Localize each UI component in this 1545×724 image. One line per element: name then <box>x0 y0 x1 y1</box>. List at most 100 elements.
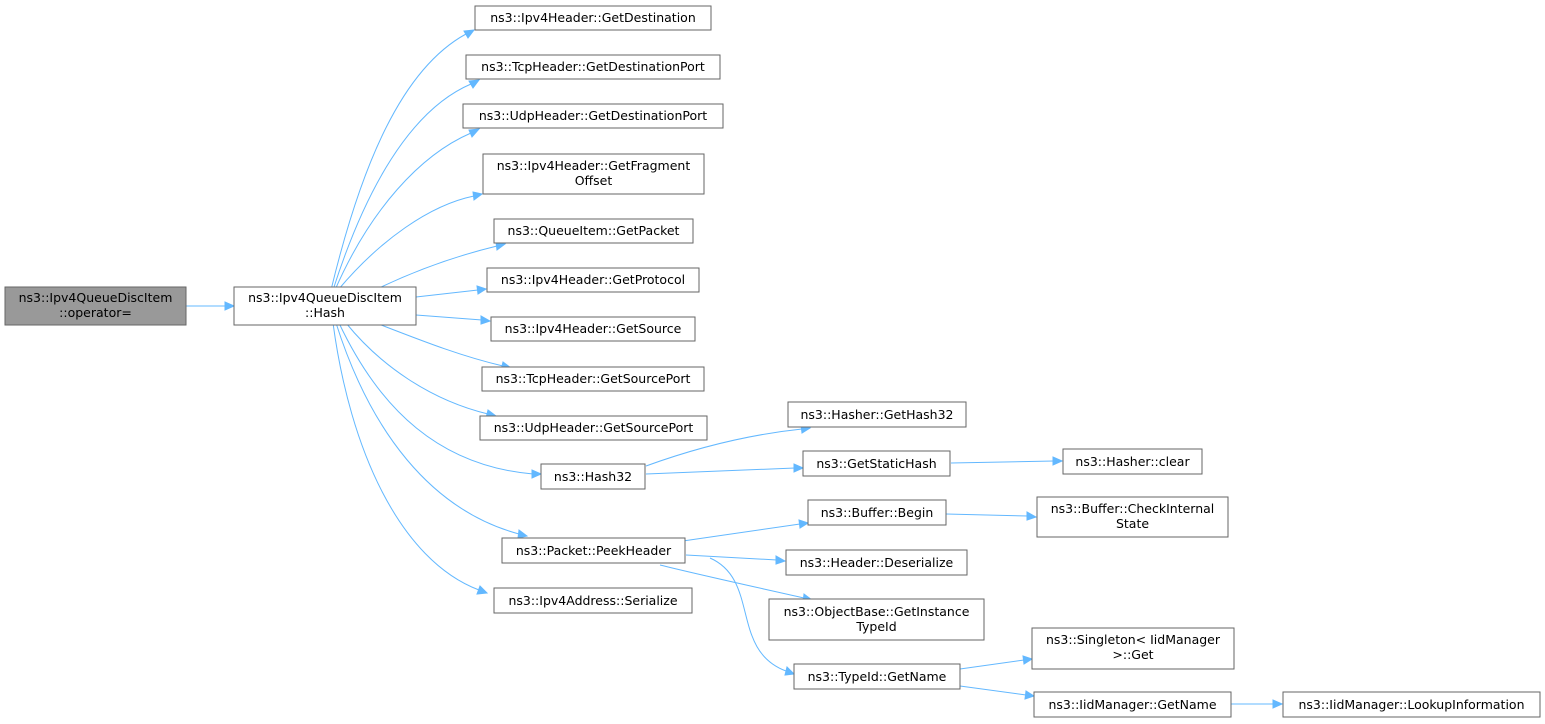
node-label: ns3::UdpHeader::GetDestinationPort <box>479 108 707 123</box>
edge-arrow <box>480 315 492 325</box>
edge-arrow <box>1052 456 1064 466</box>
node-lookupinformation[interactable]: ns3::IidManager::LookupInformation <box>1282 691 1541 718</box>
edge-hash32-gethash32 <box>645 428 803 467</box>
node-label: ns3::Ipv4Address::Serialize <box>508 593 677 608</box>
node-label: ns3::Ipv4Header::GetFragment <box>497 158 691 173</box>
node-gethash32[interactable]: ns3::Hasher::GetHash32 <box>787 401 967 428</box>
edge-arrow <box>476 585 489 595</box>
node-label: ::operator= <box>59 305 132 320</box>
edge-statichash-clear <box>950 460 1055 464</box>
node-peekheader[interactable]: ns3::Packet::PeekHeader <box>501 537 686 564</box>
edge-typename-singleton <box>959 659 1025 670</box>
edge-arrow <box>517 529 529 539</box>
edge-arrow <box>784 666 796 676</box>
node-tcp-getsourceport[interactable]: ns3::TcpHeader::GetSourcePort <box>481 366 705 392</box>
edge-arrow <box>798 519 810 529</box>
node-iidmanager-getname[interactable]: ns3::IidManager::GetName <box>1033 691 1232 718</box>
node-label: ns3::TcpHeader::GetDestinationPort <box>481 59 705 74</box>
edge-arrow <box>1024 690 1036 700</box>
node-udp-getsourceport[interactable]: ns3::UdpHeader::GetSourcePort <box>479 415 708 441</box>
edges <box>186 29 1284 709</box>
node-label: ns3::Singleton< IidManager <box>1046 632 1221 647</box>
edge-peek-deser <box>685 554 778 561</box>
edge-hash-getdest <box>330 33 467 291</box>
edge-arrow <box>1272 699 1284 709</box>
edge-arrow <box>1022 655 1034 665</box>
edge-hash-serialize <box>332 322 480 591</box>
node-hash[interactable]: ns3::Ipv4QueueDiscItem ::Hash <box>233 286 417 326</box>
node-label: ns3::Hasher::GetHash32 <box>800 407 953 422</box>
node-label: ns3::Hash32 <box>554 469 632 484</box>
edge-arrow <box>775 555 787 565</box>
node-getstatichash[interactable]: ns3::GetStaticHash <box>802 450 951 477</box>
node-tcp-getdestinationport[interactable]: ns3::TcpHeader::GetDestinationPort <box>465 54 721 80</box>
node-singleton-get[interactable]: ns3::Singleton< IidManager >::Get <box>1031 627 1235 670</box>
node-label: TypeId <box>855 619 896 634</box>
edge-hash-getproto <box>415 289 479 298</box>
node-hash32[interactable]: ns3::Hash32 <box>540 463 646 490</box>
node-buffer-begin[interactable]: ns3::Buffer::Begin <box>807 499 947 526</box>
edge-typename-iidname <box>959 685 1027 696</box>
edge-hash32-statichash <box>645 467 796 475</box>
nodes: ns3::Ipv4QueueDiscItem ::operator= ns3::… <box>4 5 1541 718</box>
node-getfragmentoffset[interactable]: ns3::Ipv4Header::GetFragment Offset <box>482 153 705 195</box>
edge-hash-peek <box>335 322 520 535</box>
edge-hash-tcpdport <box>332 83 472 291</box>
edge-arrow <box>224 301 236 311</box>
edge-begin-checkint <box>945 513 1029 517</box>
edge-peek-instid <box>659 564 805 599</box>
node-getpacket[interactable]: ns3::QueueItem::GetPacket <box>493 218 694 244</box>
edge-hash-hash32 <box>338 322 534 475</box>
edge-hash-getsource <box>415 314 483 321</box>
node-label: Offset <box>575 173 613 188</box>
node-label: ns3::Header::Deserialize <box>800 555 954 570</box>
node-label: ns3::Ipv4QueueDiscItem <box>19 290 173 305</box>
node-label: ns3::QueueItem::GetPacket <box>508 223 680 238</box>
node-label: ns3::Buffer::CheckInternal <box>1051 501 1215 516</box>
node-checkinternalstate[interactable]: ns3::Buffer::CheckInternal State <box>1036 496 1229 538</box>
node-label: ns3::TypeId::GetName <box>808 669 947 684</box>
edge-hash-getpacket <box>374 245 498 291</box>
node-label: ns3::GetStaticHash <box>816 456 936 471</box>
node-hasher-clear[interactable]: ns3::Hasher::clear <box>1062 448 1203 475</box>
edge-peek-typename <box>709 557 787 672</box>
node-getinstancetypeid[interactable]: ns3::ObjectBase::GetInstance TypeId <box>768 598 985 641</box>
node-getsource[interactable]: ns3::Ipv4Header::GetSource <box>490 316 696 342</box>
edge-peek-begin <box>675 523 801 543</box>
edge-arrow <box>793 463 805 473</box>
node-label: State <box>1116 516 1149 531</box>
edge-hash-fragoff <box>337 195 475 291</box>
node-label: ns3::Hasher::clear <box>1075 454 1190 469</box>
node-label: ns3::Packet::PeekHeader <box>516 543 672 558</box>
node-label: ns3::Ipv4Header::GetProtocol <box>501 272 685 287</box>
node-serialize[interactable]: ns3::Ipv4Address::Serialize <box>493 587 693 614</box>
edge-arrow <box>531 469 543 479</box>
node-label: ns3::IidManager::LookupInformation <box>1298 697 1524 712</box>
edge-arrow <box>1026 511 1038 521</box>
node-getdestination[interactable]: ns3::Ipv4Header::GetDestination <box>474 5 712 31</box>
edge-hash-udpdport <box>334 132 472 291</box>
edge-arrow <box>476 285 488 295</box>
node-udp-getdestinationport[interactable]: ns3::UdpHeader::GetDestinationPort <box>462 103 724 129</box>
node-label: ns3::Buffer::Begin <box>821 505 934 520</box>
edge-hash-udpsport <box>345 322 489 415</box>
node-label: ::Hash <box>305 305 345 320</box>
node-getprotocol[interactable]: ns3::Ipv4Header::GetProtocol <box>486 267 700 293</box>
node-typeid-getname[interactable]: ns3::TypeId::GetName <box>793 663 961 690</box>
node-label: ns3::ObjectBase::GetInstance <box>784 604 970 619</box>
node-label: ns3::Ipv4Header::GetSource <box>505 321 682 336</box>
edge-arrow <box>468 128 481 138</box>
node-label: ns3::IidManager::GetName <box>1048 697 1216 712</box>
edge-arrow <box>463 29 476 39</box>
node-label: >::Get <box>1112 647 1153 662</box>
node-label: ns3::UdpHeader::GetSourcePort <box>494 420 694 435</box>
edge-arrow <box>472 191 484 201</box>
node-label: ns3::Ipv4QueueDiscItem <box>248 290 402 305</box>
node-label: ns3::TcpHeader::GetSourcePort <box>496 371 691 386</box>
node-label: ns3::Ipv4Header::GetDestination <box>490 10 696 25</box>
edge-hash-tcpsport <box>375 322 504 367</box>
edge-arrow <box>468 79 481 89</box>
node-header-deserialize[interactable]: ns3::Header::Deserialize <box>785 549 968 576</box>
node-root[interactable]: ns3::Ipv4QueueDiscItem ::operator= <box>4 286 187 326</box>
